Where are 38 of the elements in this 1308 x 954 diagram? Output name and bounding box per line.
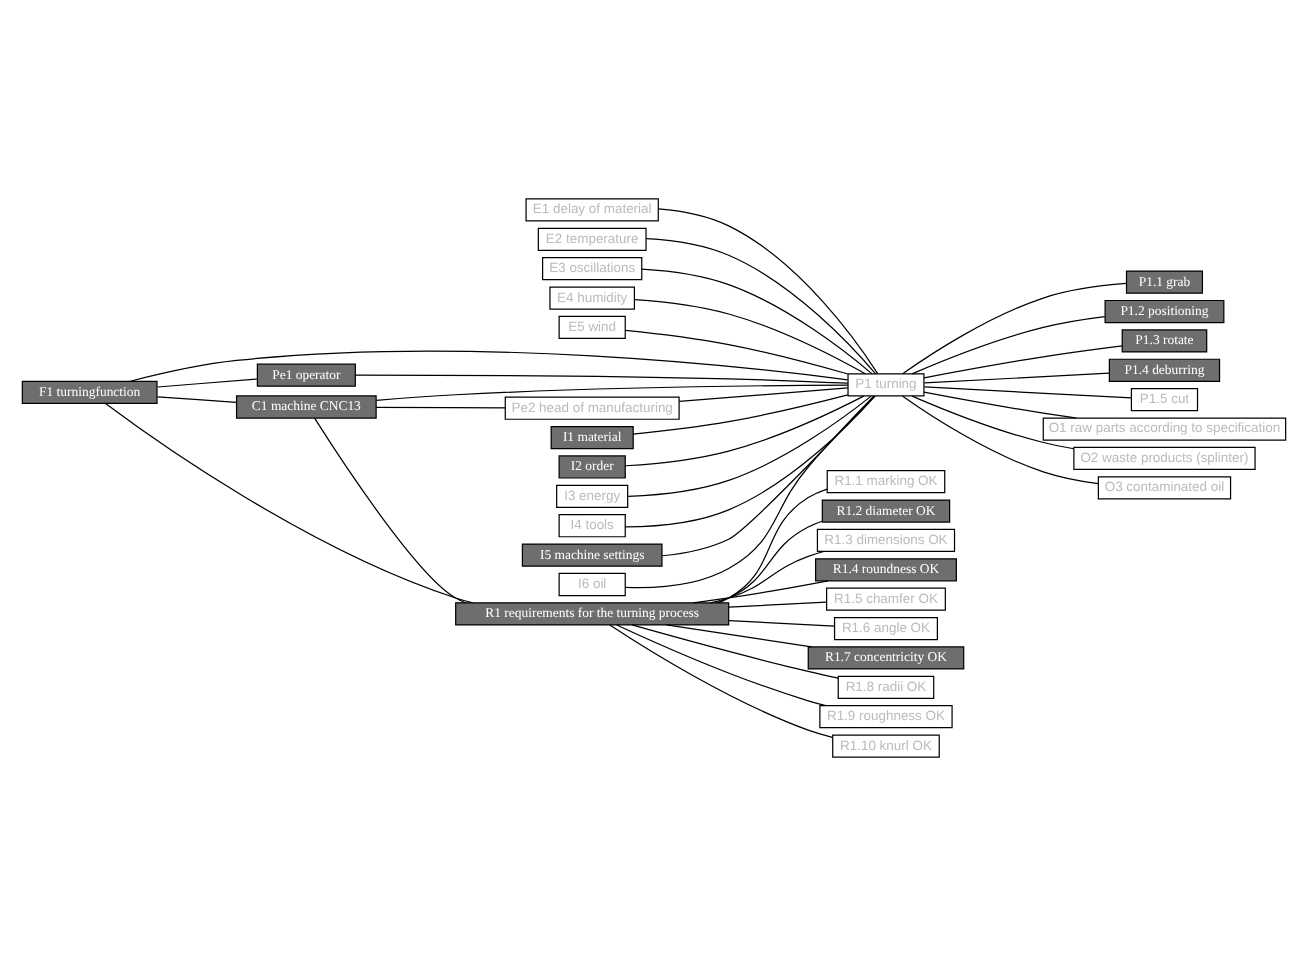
connector (709, 549, 825, 603)
connector (715, 519, 823, 603)
connector (923, 385, 1132, 398)
connector (625, 394, 875, 588)
connector (657, 207, 879, 374)
connector (641, 267, 873, 374)
connector (631, 623, 839, 678)
connector (902, 394, 1099, 484)
connector (728, 619, 835, 626)
connector (923, 371, 1110, 383)
connector (911, 315, 1106, 374)
connector (923, 390, 1077, 418)
connector (632, 393, 849, 434)
connector (625, 394, 865, 466)
connector (627, 394, 872, 496)
connector (624, 328, 849, 374)
connector (902, 281, 1127, 374)
connector (911, 394, 1075, 449)
connector (104, 401, 474, 603)
connector (645, 236, 877, 374)
connector (678, 386, 849, 401)
connector (156, 377, 258, 387)
connector (616, 623, 827, 706)
connector (129, 349, 849, 381)
connector (375, 405, 506, 408)
connector (923, 344, 1123, 378)
connector (314, 416, 466, 603)
connector (718, 487, 828, 603)
connector (661, 394, 875, 556)
connector (156, 395, 237, 402)
connector (354, 373, 849, 383)
connector (665, 623, 813, 647)
connector (692, 579, 829, 603)
connector (624, 394, 876, 527)
connector (375, 383, 849, 401)
connector (634, 298, 866, 374)
connector (609, 623, 833, 737)
connector (728, 600, 828, 607)
